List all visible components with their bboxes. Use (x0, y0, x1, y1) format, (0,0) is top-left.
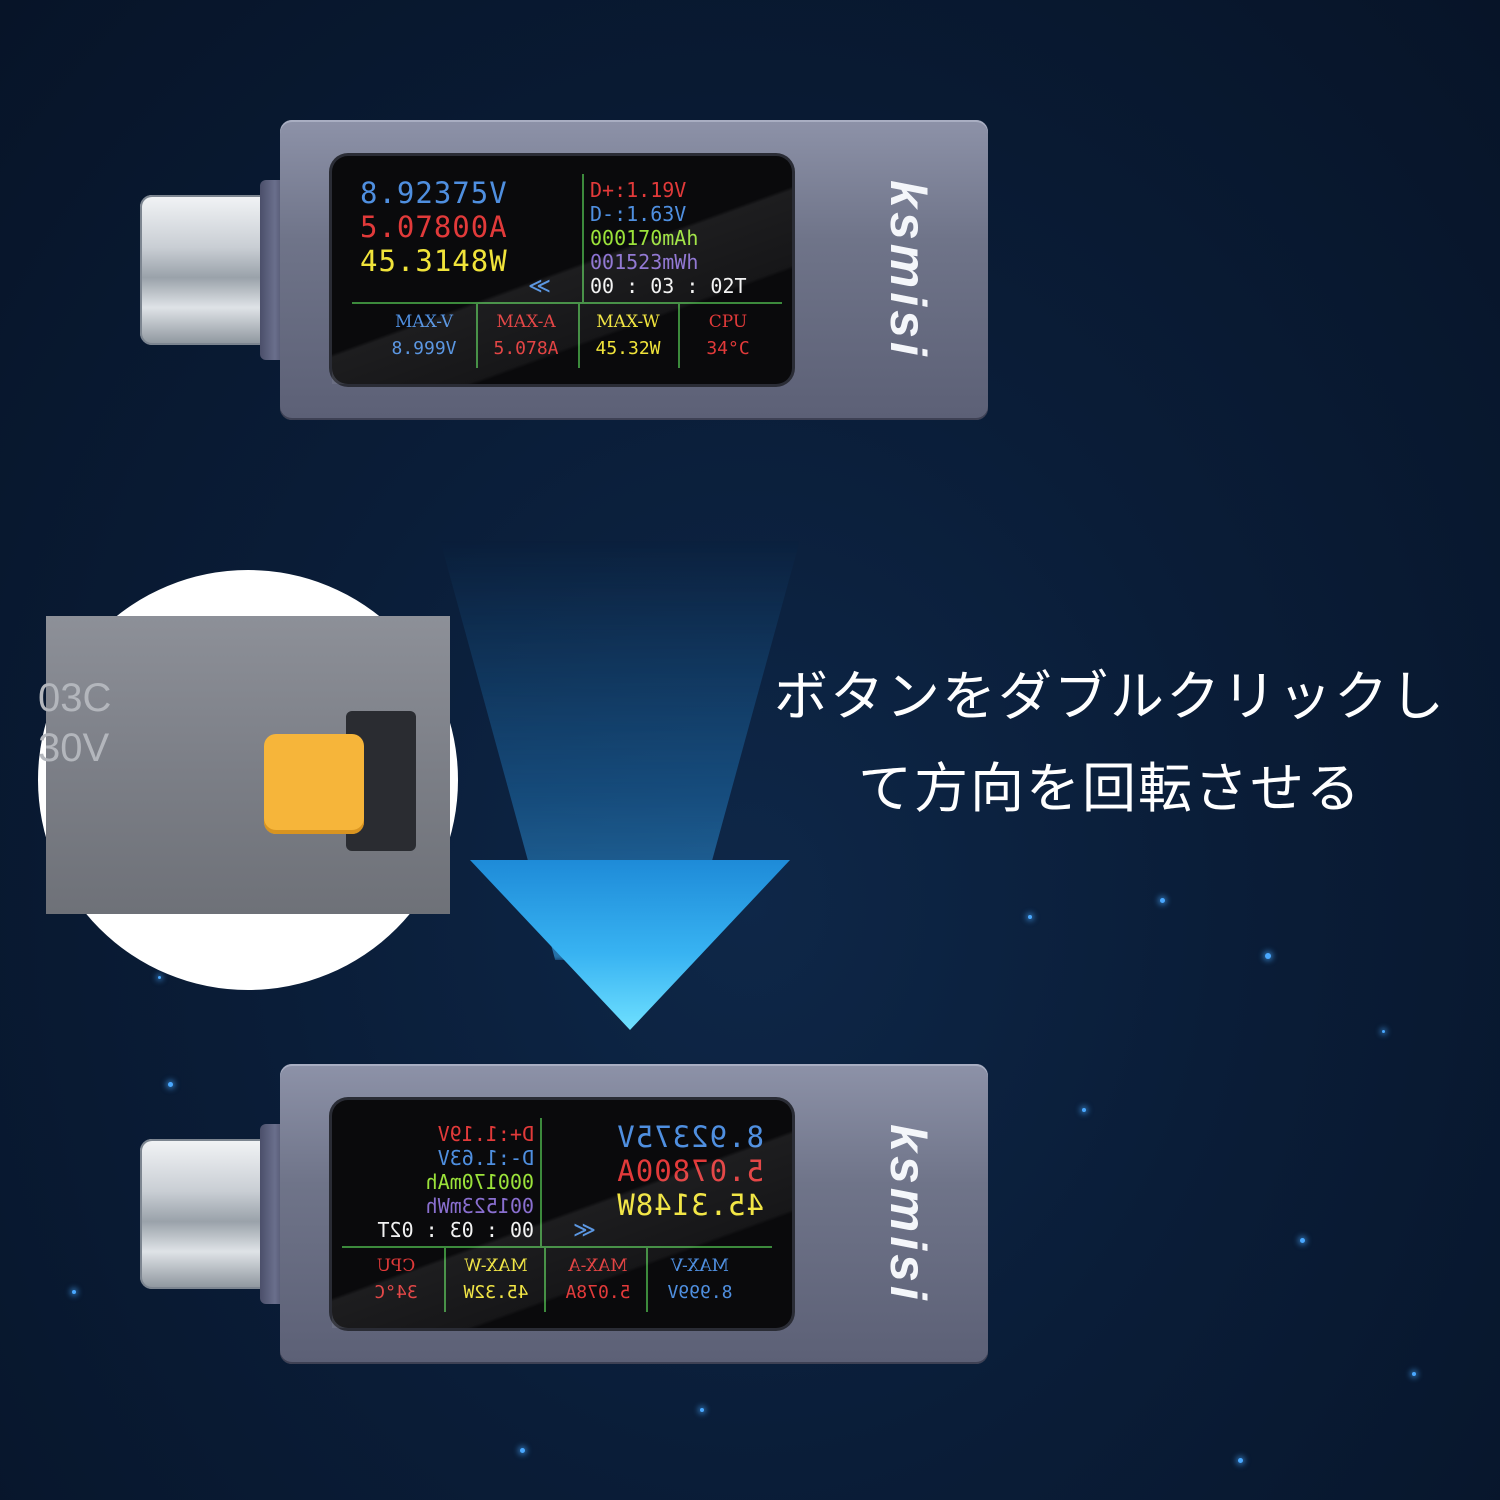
caption-line1: ボタンをダブルクリックし (774, 665, 1446, 728)
energy-readout: 001523mWh (425, 1194, 534, 1218)
timer-readout: 00 : 03 : 02T (377, 1218, 534, 1242)
capacity-readout: 000170mAh (425, 1170, 534, 1194)
side-label-line1: 03C (38, 676, 112, 720)
brand-text: ksmisi (880, 180, 937, 360)
device-side-closeup: 03C 30V (38, 616, 450, 914)
star (1382, 1030, 1385, 1033)
divider-vertical-top (582, 174, 584, 302)
cpu-cell: CPU 34°C (680, 312, 776, 359)
d-plus-readout: D+:1.19V (590, 178, 687, 202)
max-v-label: MAX-V (671, 1256, 729, 1276)
caption-line2: て方向を回転させる (858, 757, 1362, 820)
d-minus-readout: D-:1.63V (590, 202, 687, 226)
max-w-value: 45.32W (595, 338, 661, 359)
divider-vertical (544, 1248, 546, 1312)
button-zoom-circle: 03C 30V (38, 570, 458, 990)
divider-vertical (646, 1248, 648, 1312)
star (1265, 953, 1271, 959)
max-a-value: 5.078A (565, 1282, 631, 1303)
max-w-value: 45.32W (463, 1282, 529, 1303)
cpu-value: 34°C (706, 338, 750, 359)
star (1082, 1108, 1086, 1112)
direction-arrow: ≪ (572, 1218, 596, 1243)
star (1238, 1458, 1243, 1463)
voltage-readout: 8.92375V (360, 176, 508, 210)
max-v-value: 8.999V (667, 1282, 733, 1303)
brand-logo: ksmisi (858, 160, 958, 380)
side-label-line2: 30V (38, 726, 110, 770)
star (72, 1290, 76, 1294)
divider-vertical (476, 304, 478, 368)
max-a-label: MAX-A (496, 312, 556, 332)
usb-meter-rotated: 8.92375V 5.07800A 45.3148W ≪ D+:1.19V D-… (140, 1064, 1000, 1364)
max-a-label: MAX-A (568, 1256, 628, 1276)
divider-horizontal (342, 1246, 772, 1248)
divider-horizontal (352, 302, 782, 304)
divider-vertical (578, 304, 580, 368)
d-plus-readout: D+:1.19V (437, 1122, 534, 1146)
meter-screen: 8.92375V 5.07800A 45.3148W ≪ D+:1.19V D-… (332, 1100, 792, 1328)
divider-vertical-top (540, 1118, 542, 1246)
star (1160, 898, 1165, 903)
meter-body: 8.92375V 5.07800A 45.3148W ≪ D+:1.19V D-… (280, 1064, 988, 1364)
max-v-value: 8.999V (391, 338, 457, 359)
max-w-cell: MAX-W 45.32W (580, 312, 676, 359)
meter-screen: 8.92375V 5.07800A 45.3148W ≪ D+:1.19V D-… (332, 156, 792, 384)
brand-logo: ksmisi (858, 1104, 958, 1324)
screen-panel: 8.92375V 5.07800A 45.3148W ≪ D+:1.19V D-… (332, 156, 792, 384)
usb-meter-normal: 8.92375V 5.07800A 45.3148W ≪ D+:1.19V D-… (140, 120, 1000, 420)
max-a-value: 5.078A (493, 338, 559, 359)
brand-text: ksmisi (880, 1124, 937, 1304)
rotate-button[interactable] (264, 734, 364, 834)
star (168, 1082, 173, 1087)
divider-vertical (678, 304, 680, 368)
star (1028, 915, 1032, 919)
max-v-label: MAX-V (395, 312, 453, 332)
voltage-readout: 8.92375V (616, 1120, 764, 1154)
max-a-cell: MAX-A 5.078A (550, 1256, 646, 1303)
power-readout: 45.3148W (616, 1188, 764, 1222)
cpu-cell: CPU 34°C (348, 1256, 444, 1303)
zoom-inner: 03C 30V (38, 578, 450, 982)
max-v-cell: MAX-V 8.999V (376, 312, 472, 359)
d-minus-readout: D-:1.63V (437, 1146, 534, 1170)
screen-panel-flipped: 8.92375V 5.07800A 45.3148W ≪ D+:1.19V D-… (332, 1100, 792, 1328)
down-arrow-icon (470, 860, 790, 1030)
star (520, 1448, 525, 1453)
max-w-cell: MAX-W 45.32W (448, 1256, 544, 1303)
current-readout: 5.07800A (616, 1154, 764, 1188)
max-a-cell: MAX-A 5.078A (478, 312, 574, 359)
timer-readout: 00 : 03 : 02T (590, 274, 747, 298)
star (1412, 1372, 1416, 1376)
max-v-cell: MAX-V 8.999V (652, 1256, 748, 1303)
direction-arrow: ≪ (528, 274, 552, 299)
divider-vertical (444, 1248, 446, 1312)
cpu-label: CPU (376, 1256, 416, 1276)
cpu-value: 34°C (374, 1282, 418, 1303)
energy-readout: 001523mWh (590, 250, 699, 274)
power-readout: 45.3148W (360, 244, 508, 278)
capacity-readout: 000170mAh (590, 226, 699, 250)
star (1300, 1238, 1305, 1243)
max-w-label: MAX-W (464, 1256, 528, 1276)
current-readout: 5.07800A (360, 210, 508, 244)
meter-body: 8.92375V 5.07800A 45.3148W ≪ D+:1.19V D-… (280, 120, 988, 420)
max-w-label: MAX-W (596, 312, 660, 332)
cpu-label: CPU (708, 312, 748, 332)
star (158, 976, 161, 979)
star (700, 1408, 704, 1412)
